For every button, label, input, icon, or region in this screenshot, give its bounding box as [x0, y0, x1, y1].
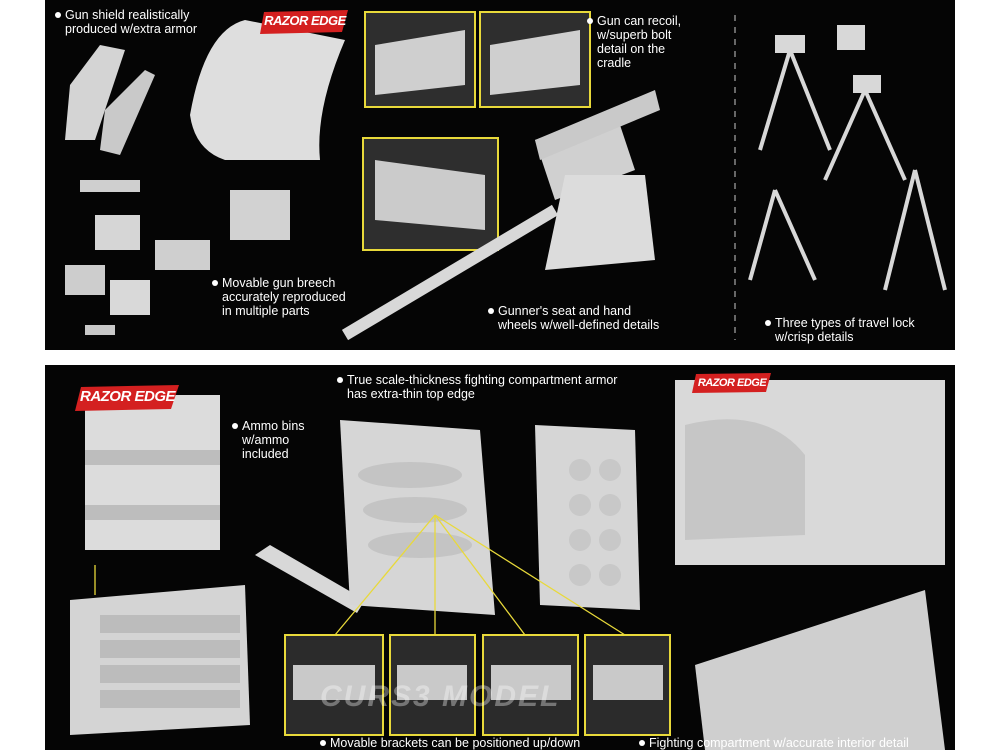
watermark-text: CURS3 MODEL [320, 680, 561, 713]
razor-edge-badge-bottom: RAZOR EDGE [75, 385, 180, 411]
razor-edge-label-interior: RAZOR EDGE [697, 377, 767, 389]
razor-edge-label: RAZOR EDGE [264, 13, 346, 28]
caption-gun-shield-text: Gun shield realistically produced w/extr… [65, 8, 198, 36]
caption-interior-text: Fighting compartment w/accurate interior… [649, 736, 909, 750]
caption-breech: Movable gun breech accurately reproduced… [212, 276, 346, 318]
caption-breech-text: Movable gun breech accurately reproduced… [222, 276, 346, 318]
caption-interior: Fighting compartment w/accurate interior… [639, 736, 909, 750]
top-feature-panel: RAZOR EDGE Gun shield realistically prod… [45, 0, 955, 350]
caption-recoil: Gun can recoil, w/superb bolt detail on … [587, 14, 682, 70]
caption-ammo-bins: Ammo bins w/ammo included [232, 419, 305, 461]
caption-travel-lock-text: Three types of travel lock w/crisp detai… [775, 316, 915, 344]
caption-travel-lock: Three types of travel lock w/crisp detai… [765, 316, 915, 344]
caption-seat-text: Gunner's seat and hand wheels w/well-def… [498, 304, 660, 332]
caption-armor: True scale-thickness fighting compartmen… [337, 373, 618, 401]
top-parts-illustration [65, 11, 947, 341]
caption-brackets-text: Movable brackets can be positioned up/do… [330, 736, 581, 750]
caption-seat: Gunner's seat and hand wheels w/well-def… [488, 304, 660, 332]
caption-gun-shield: Gun shield realistically produced w/extr… [55, 8, 198, 36]
razor-edge-badge-interior-shape [692, 373, 771, 393]
razor-edge-badge: RAZOR EDGE [260, 10, 350, 34]
razor-edge-label-bottom: RAZOR EDGE [79, 388, 176, 405]
caption-recoil-text: Gun can recoil, w/superb bolt detail on … [597, 14, 682, 70]
razor-edge-badge-shape [260, 10, 348, 34]
razor-edge-badge-interior: RAZOR EDGE [692, 373, 772, 393]
bottom-feature-panel: RAZOR EDGE RAZOR EDGE Ammo bins w/ammo i… [45, 365, 955, 750]
caption-ammo-bins-text: Ammo bins w/ammo included [242, 419, 305, 461]
razor-edge-badge-bottom-shape [75, 385, 179, 411]
caption-armor-text: True scale-thickness fighting compartmen… [347, 373, 618, 401]
bottom-parts-illustration [70, 380, 945, 750]
caption-brackets: Movable brackets can be positioned up/do… [320, 736, 581, 750]
